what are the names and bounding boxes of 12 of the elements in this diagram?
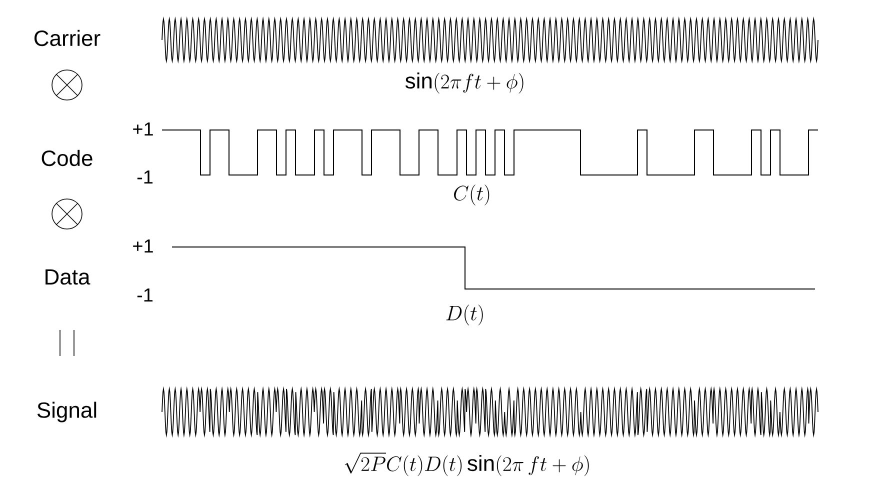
formula: $D(t)$ [446, 304, 483, 326]
row-label: Data [46, 269, 90, 285]
level-label: +1 [133, 122, 153, 136]
row-label: Signal [37, 402, 96, 422]
row-label: Carrier [34, 30, 100, 46]
level-label: -1 [137, 170, 153, 184]
level-label: +1 [133, 239, 153, 253]
row-label: Code [42, 150, 92, 166]
formula: $\sqrt{2P}C(t)D(t)\sin(2\pi\, ft+\phi)$ [344, 452, 589, 476]
level-label: -1 [137, 288, 153, 302]
formula: $\sin(2\pi ft+\phi)$ [405, 72, 524, 94]
formula: $C(t)$ [454, 184, 490, 206]
